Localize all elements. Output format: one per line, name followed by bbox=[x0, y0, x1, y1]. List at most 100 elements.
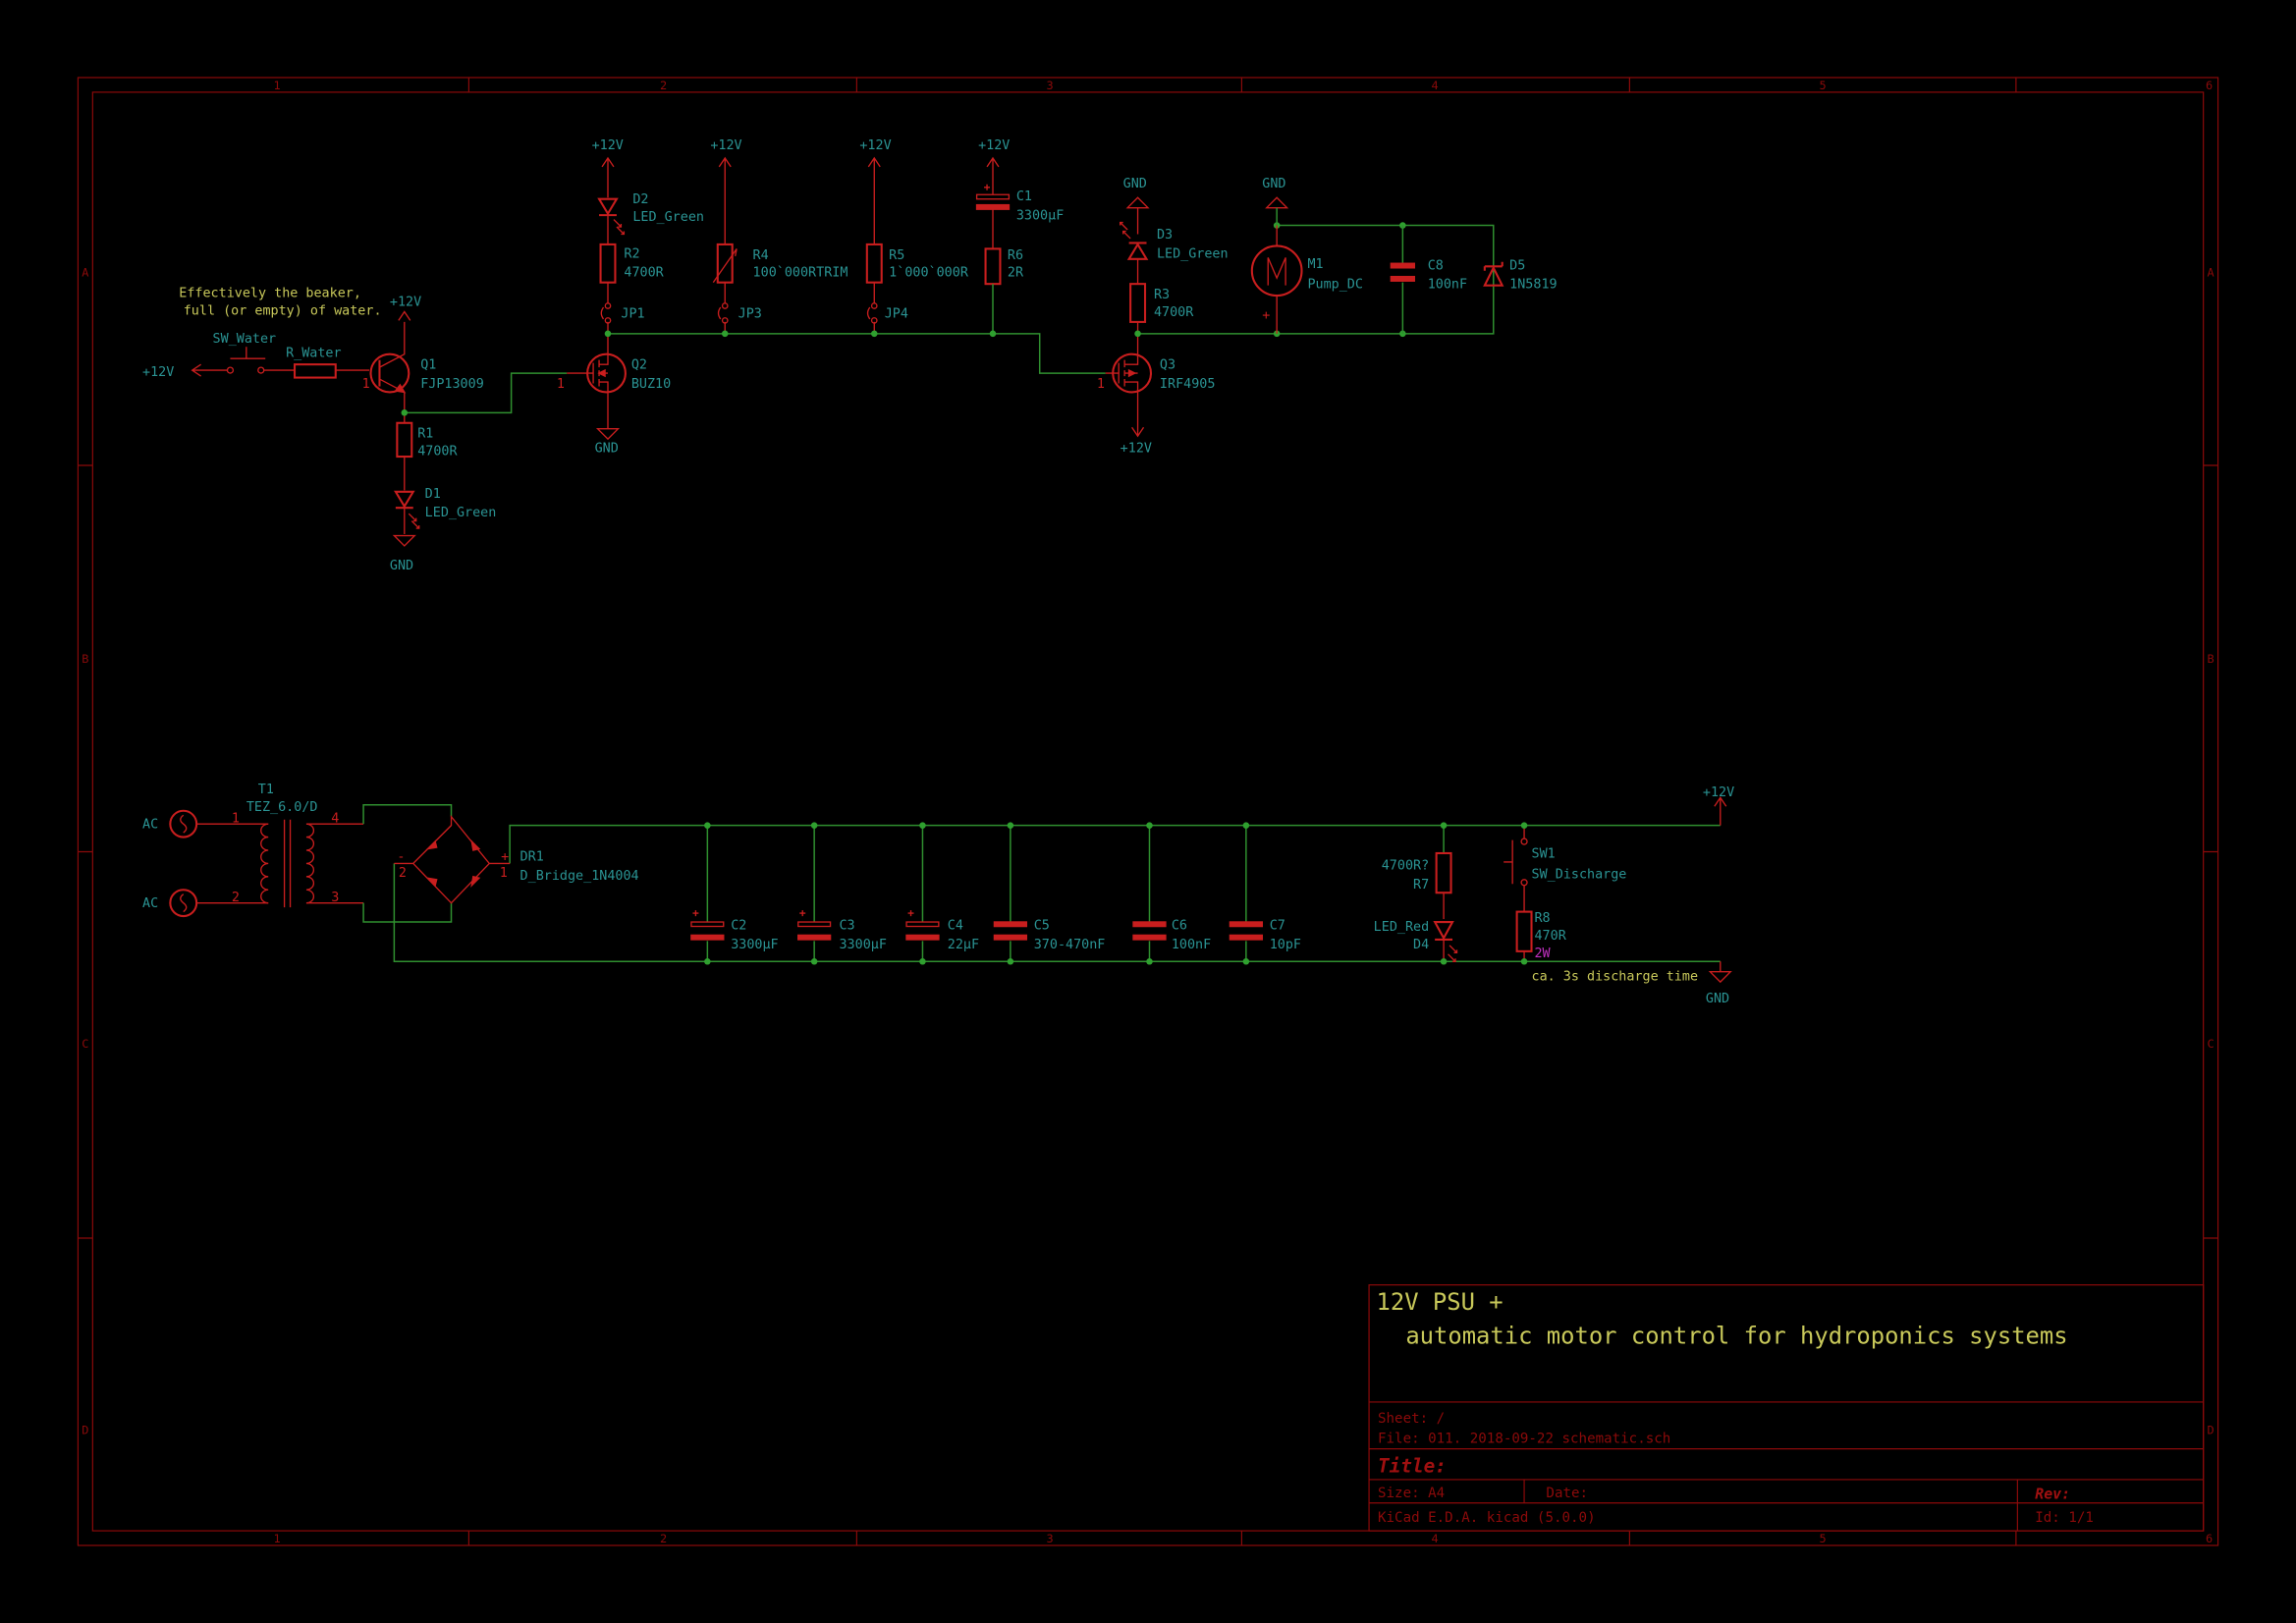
mosfet-q2[interactable]: 1 Q2 BUZ10 bbox=[557, 333, 671, 429]
power-arrow-icon bbox=[986, 156, 1000, 195]
power-arrow-icon bbox=[718, 156, 732, 244]
date-label: Date: bbox=[1546, 1486, 1588, 1501]
ref-label: C8 bbox=[1428, 258, 1444, 273]
power-label: GND bbox=[1706, 992, 1729, 1006]
schottky-diode-d5[interactable]: D5 1N5819 bbox=[1483, 258, 1558, 293]
resistor-r7[interactable]: 4700R? R7 bbox=[1382, 825, 1452, 920]
switch-sw1[interactable]: SW1 SW_Discharge bbox=[1503, 825, 1627, 912]
note-discharge: ca. 3s discharge time bbox=[1532, 970, 1699, 985]
jumper-jp1[interactable]: JP1 bbox=[600, 282, 645, 334]
note-beaker-line1: Effectively the beaker, bbox=[179, 287, 361, 301]
power-12v-d2[interactable]: +12V bbox=[592, 138, 624, 198]
power-label: GND bbox=[1123, 177, 1147, 191]
led-d1[interactable]: D1 LED_Green bbox=[394, 487, 496, 535]
value-label: 1N5819 bbox=[1509, 278, 1557, 293]
resistor-r3[interactable]: R3 4700R bbox=[1129, 283, 1194, 334]
ref-label: JP4 bbox=[885, 306, 908, 321]
ref-label: C7 bbox=[1270, 918, 1285, 933]
ref-label: C6 bbox=[1172, 918, 1187, 933]
value-label: 10pF bbox=[1270, 938, 1301, 952]
resistor-r8[interactable]: R8 470R 2W bbox=[1515, 910, 1567, 962]
power-12v-q1[interactable]: +12V bbox=[390, 296, 421, 321]
power-arrow-icon bbox=[398, 310, 411, 321]
ref-label: SW_Water bbox=[213, 332, 277, 347]
transistor-q1[interactable]: 1 Q1 FJP13009 bbox=[362, 321, 484, 413]
power-label: +12V bbox=[710, 138, 741, 153]
ref-label: R7 bbox=[1413, 878, 1429, 893]
title-label: Title: bbox=[1378, 1454, 1447, 1477]
gnd-d1[interactable]: GND bbox=[390, 534, 416, 573]
power-label: +12V bbox=[1121, 442, 1152, 457]
capacitor-c1[interactable]: C1 3300µF bbox=[975, 184, 1065, 249]
col-label: 1 bbox=[274, 1532, 281, 1545]
power-arrow-icon bbox=[601, 156, 615, 198]
resistor-r5[interactable]: R5 1`000`000R bbox=[865, 243, 969, 284]
value-label: 470R bbox=[1535, 929, 1567, 944]
ref-label: D1 bbox=[425, 487, 441, 502]
ref-label: C5 bbox=[1034, 918, 1050, 933]
mosfet-q3[interactable]: 1 Q3 IRF4905 bbox=[1097, 333, 1216, 437]
ac-source-2[interactable]: AC bbox=[142, 889, 198, 918]
ref-label: R6 bbox=[1008, 248, 1023, 263]
col-label: 4 bbox=[1432, 1532, 1439, 1545]
pump-motor-m1[interactable]: + M1 Pump_DC bbox=[1250, 225, 1363, 334]
capacitor-c6[interactable]: C6 100nF bbox=[1132, 825, 1211, 962]
gnd-q2[interactable]: GND bbox=[595, 428, 621, 457]
row-label: A bbox=[82, 266, 88, 280]
resistor-r1[interactable]: R1 4700R bbox=[396, 412, 459, 491]
value-label: SW_Discharge bbox=[1532, 867, 1627, 882]
switch-sw-water[interactable]: SW_Water bbox=[213, 332, 277, 374]
ref-label: T1 bbox=[258, 783, 274, 797]
trimmer-r4[interactable]: R4 100`000RTRIM bbox=[712, 243, 847, 284]
resistor-r2[interactable]: R2 4700R bbox=[599, 243, 665, 284]
jumper-jp4[interactable]: JP4 bbox=[866, 282, 908, 334]
gnd-bus[interactable]: GND bbox=[1706, 961, 1732, 1006]
power-12v-bus[interactable]: +12V bbox=[1703, 785, 1734, 826]
transformer-t1[interactable]: 1 2 4 3 T1 TEZ_6.0/D bbox=[196, 783, 364, 908]
resistor-r-water[interactable]: R_Water bbox=[286, 347, 342, 379]
power-label: +12V bbox=[592, 138, 624, 153]
capacitor-c4[interactable]: C4 22µF bbox=[905, 825, 979, 962]
capacitor-c3[interactable]: C3 3300µF bbox=[797, 825, 887, 962]
gnd-m1[interactable]: GND bbox=[1262, 177, 1289, 226]
capacitor-c2[interactable]: C2 3300µF bbox=[690, 825, 779, 962]
power-12v-q3[interactable]: +12V bbox=[1121, 426, 1152, 457]
bridge-rectifier-dr1[interactable]: + - 2 1 DR1 D_Bridge_1N4004 bbox=[394, 814, 639, 904]
value-label: 1`000`000R bbox=[889, 265, 969, 281]
power-rating-label: 2W bbox=[1535, 947, 1552, 961]
col-label: 4 bbox=[1432, 79, 1439, 92]
ref-label: C2 bbox=[731, 918, 746, 933]
pin-plus: + bbox=[1262, 308, 1270, 323]
led-d4[interactable]: LED_Red D4 bbox=[1374, 920, 1458, 962]
gnd-d3[interactable]: GND bbox=[1123, 177, 1150, 235]
value-label: 2R bbox=[1008, 266, 1024, 281]
gnd-symbol-icon bbox=[392, 534, 416, 547]
capacitor-c8[interactable]: C8 100nF bbox=[1390, 225, 1467, 334]
col-label: 5 bbox=[1820, 1532, 1827, 1545]
ref-label: M1 bbox=[1307, 257, 1323, 272]
value-label: TEZ_6.0/D bbox=[246, 800, 318, 815]
power-12v-c1[interactable]: +12V bbox=[978, 138, 1010, 195]
led-d2[interactable]: D2 LED_Green bbox=[597, 192, 704, 244]
ref-label: SW1 bbox=[1532, 846, 1556, 861]
power-arrow-icon bbox=[191, 363, 228, 377]
power-12v-r4[interactable]: +12V bbox=[710, 138, 742, 244]
resistor-r6[interactable]: R6 2R bbox=[984, 247, 1024, 286]
jumper-jp3[interactable]: JP3 bbox=[717, 282, 762, 334]
ac-source-1[interactable]: AC bbox=[142, 809, 198, 839]
power-12v-r5[interactable]: +12V bbox=[859, 138, 892, 244]
gnd-symbol-icon bbox=[1265, 196, 1289, 209]
ref-label: D4 bbox=[1413, 938, 1429, 952]
col-label: 2 bbox=[660, 79, 667, 92]
capacitor-c7[interactable]: C7 10pF bbox=[1229, 825, 1301, 962]
title-block: 12V PSU + automatic motor control for hy… bbox=[1368, 1284, 2205, 1532]
power-label: AC bbox=[142, 896, 158, 911]
value-label: 3300µF bbox=[731, 938, 778, 952]
ref-label: D3 bbox=[1157, 228, 1173, 243]
led-d3[interactable]: D3 LED_Green bbox=[1120, 221, 1229, 285]
value-label: 370-470nF bbox=[1034, 938, 1106, 952]
power-12v-left[interactable]: +12V bbox=[142, 363, 228, 380]
capacitor-c5[interactable]: C5 370-470nF bbox=[993, 825, 1106, 962]
ref-label: C3 bbox=[839, 918, 854, 933]
